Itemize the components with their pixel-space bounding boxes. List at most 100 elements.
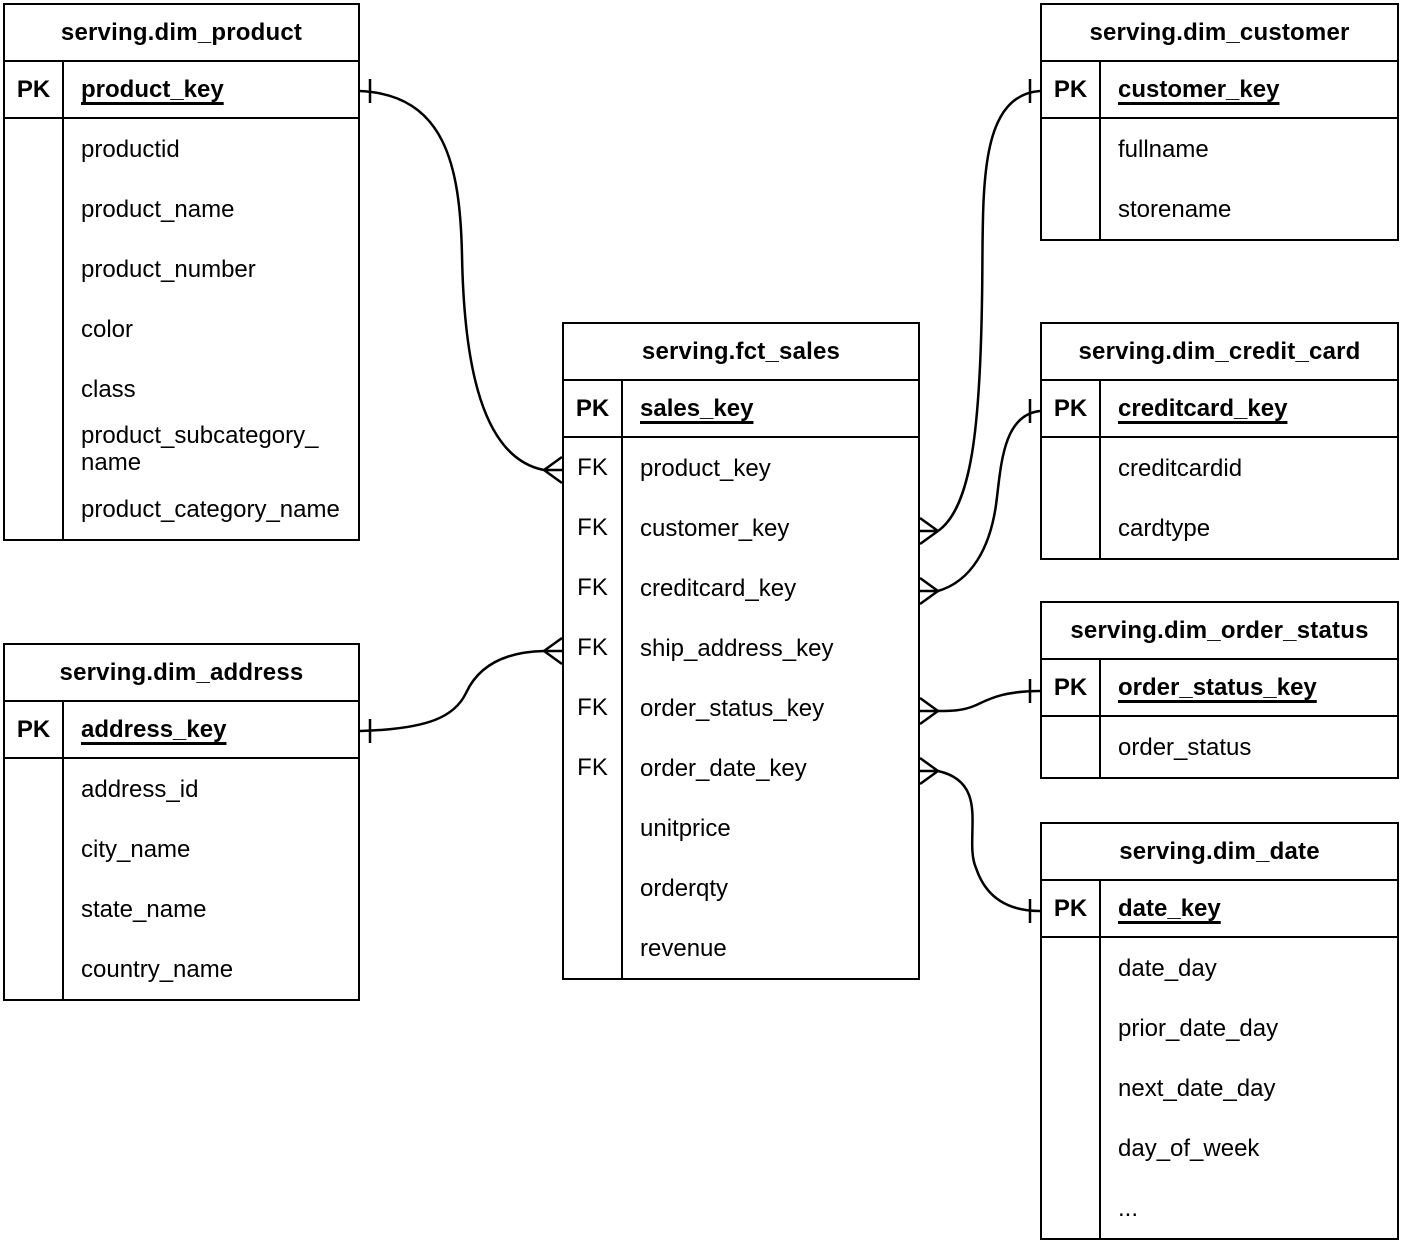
pk-field-cell: address_key — [64, 702, 358, 757]
crows-foot-many-marker — [919, 756, 939, 786]
field-name: unitprice — [640, 814, 731, 842]
key-cell-empty — [564, 858, 623, 918]
field-cell: date_day — [1101, 938, 1397, 998]
relationship-line — [359, 649, 545, 733]
relationship-creditcard_key-to-serving.dim_credit_card — [919, 399, 1041, 606]
field-cell: order_status_key — [623, 678, 918, 738]
attribute-row: prior_date_day — [1042, 998, 1397, 1058]
fk-badge: FK — [564, 618, 623, 678]
field-cell: creditcardid — [1101, 438, 1397, 498]
field-cell: productid — [64, 119, 358, 179]
fk-badge: FK — [564, 738, 623, 798]
pk-field-cell: customer_key — [1101, 62, 1397, 117]
key-cell-empty — [5, 119, 64, 179]
fk-badge: FK — [564, 558, 623, 618]
field-cell: color — [64, 299, 358, 359]
pk-field-name: creditcard_key — [1118, 395, 1288, 422]
pk-field-cell: product_key — [64, 62, 358, 117]
field-name: address_id — [81, 775, 199, 803]
key-cell-empty — [1042, 438, 1101, 498]
field-name: city_name — [81, 835, 191, 863]
pk-badge: PK — [5, 702, 64, 757]
key-cell-empty — [5, 479, 64, 539]
attribute-row: productid — [5, 119, 358, 179]
attribute-row: creditcardid — [1042, 438, 1397, 498]
field-name: date_day — [1118, 954, 1217, 982]
attribute-row: product_number — [5, 239, 358, 299]
fk-badge: FK — [564, 438, 623, 498]
entity-title: serving.dim_order_status — [1042, 603, 1397, 660]
key-cell-empty — [5, 819, 64, 879]
field-name: cardtype — [1118, 514, 1211, 542]
field-cell: address_id — [64, 759, 358, 819]
field-cell: ship_address_key — [623, 618, 918, 678]
field-cell: next_date_day — [1101, 1058, 1397, 1118]
key-cell-empty — [1042, 1058, 1101, 1118]
crows-foot-many-marker — [543, 636, 563, 666]
attribute-row: orderqty — [564, 858, 918, 918]
key-cell-empty — [1042, 1118, 1101, 1178]
pk-badge: PK — [1042, 381, 1101, 436]
field-cell: customer_key — [623, 498, 918, 558]
field-name: ship_address_key — [640, 634, 834, 662]
attribute-row: unitprice — [564, 798, 918, 858]
attribute-row: next_date_day — [1042, 1058, 1397, 1118]
attribute-row: ... — [1042, 1178, 1397, 1238]
key-cell-empty — [1042, 1178, 1101, 1238]
attribute-row: product_name — [5, 179, 358, 239]
crows-foot-many-marker — [919, 696, 939, 726]
attribute-row: cardtype — [1042, 498, 1397, 558]
field-name: order_status_key — [640, 694, 825, 722]
field-cell: state_name — [64, 879, 358, 939]
attribute-row: country_name — [5, 939, 358, 999]
pk-field-name: customer_key — [1118, 76, 1280, 103]
primary-key-row: PK creditcard_key — [1042, 381, 1397, 438]
field-name: product_category_name — [81, 495, 340, 523]
relationship-line — [937, 689, 1041, 713]
key-cell-empty — [5, 879, 64, 939]
field-cell: creditcard_key — [623, 558, 918, 618]
field-name: color — [81, 315, 134, 343]
pk-badge: PK — [564, 381, 623, 436]
field-cell: ... — [1101, 1178, 1397, 1238]
key-cell-empty — [5, 359, 64, 419]
pk-field-name: sales_key — [640, 395, 754, 422]
key-cell-empty — [5, 939, 64, 999]
field-cell: revenue — [623, 918, 918, 978]
attribute-row: FK product_key — [564, 438, 918, 498]
key-cell-empty — [564, 798, 623, 858]
entity-body: order_status — [1042, 717, 1397, 777]
fk-badge: FK — [564, 498, 623, 558]
field-cell: order_status — [1101, 717, 1397, 777]
pk-field-cell: order_status_key — [1101, 660, 1397, 715]
entity-title: serving.dim_product — [5, 5, 358, 62]
pk-field-cell: creditcard_key — [1101, 381, 1397, 436]
field-cell: unitprice — [623, 798, 918, 858]
field-name: order_status — [1118, 733, 1252, 761]
attribute-row: city_name — [5, 819, 358, 879]
field-name: fullname — [1118, 135, 1209, 163]
field-name: product_key — [640, 454, 771, 482]
relationship-customer_key-to-serving.dim_customer — [919, 79, 1041, 546]
key-cell-empty — [5, 239, 64, 299]
attribute-row: address_id — [5, 759, 358, 819]
field-name: productid — [81, 135, 180, 163]
attribute-row: state_name — [5, 879, 358, 939]
field-cell: class — [64, 359, 358, 419]
attribute-row: class — [5, 359, 358, 419]
field-cell: city_name — [64, 819, 358, 879]
field-name: prior_date_day — [1118, 1014, 1279, 1042]
